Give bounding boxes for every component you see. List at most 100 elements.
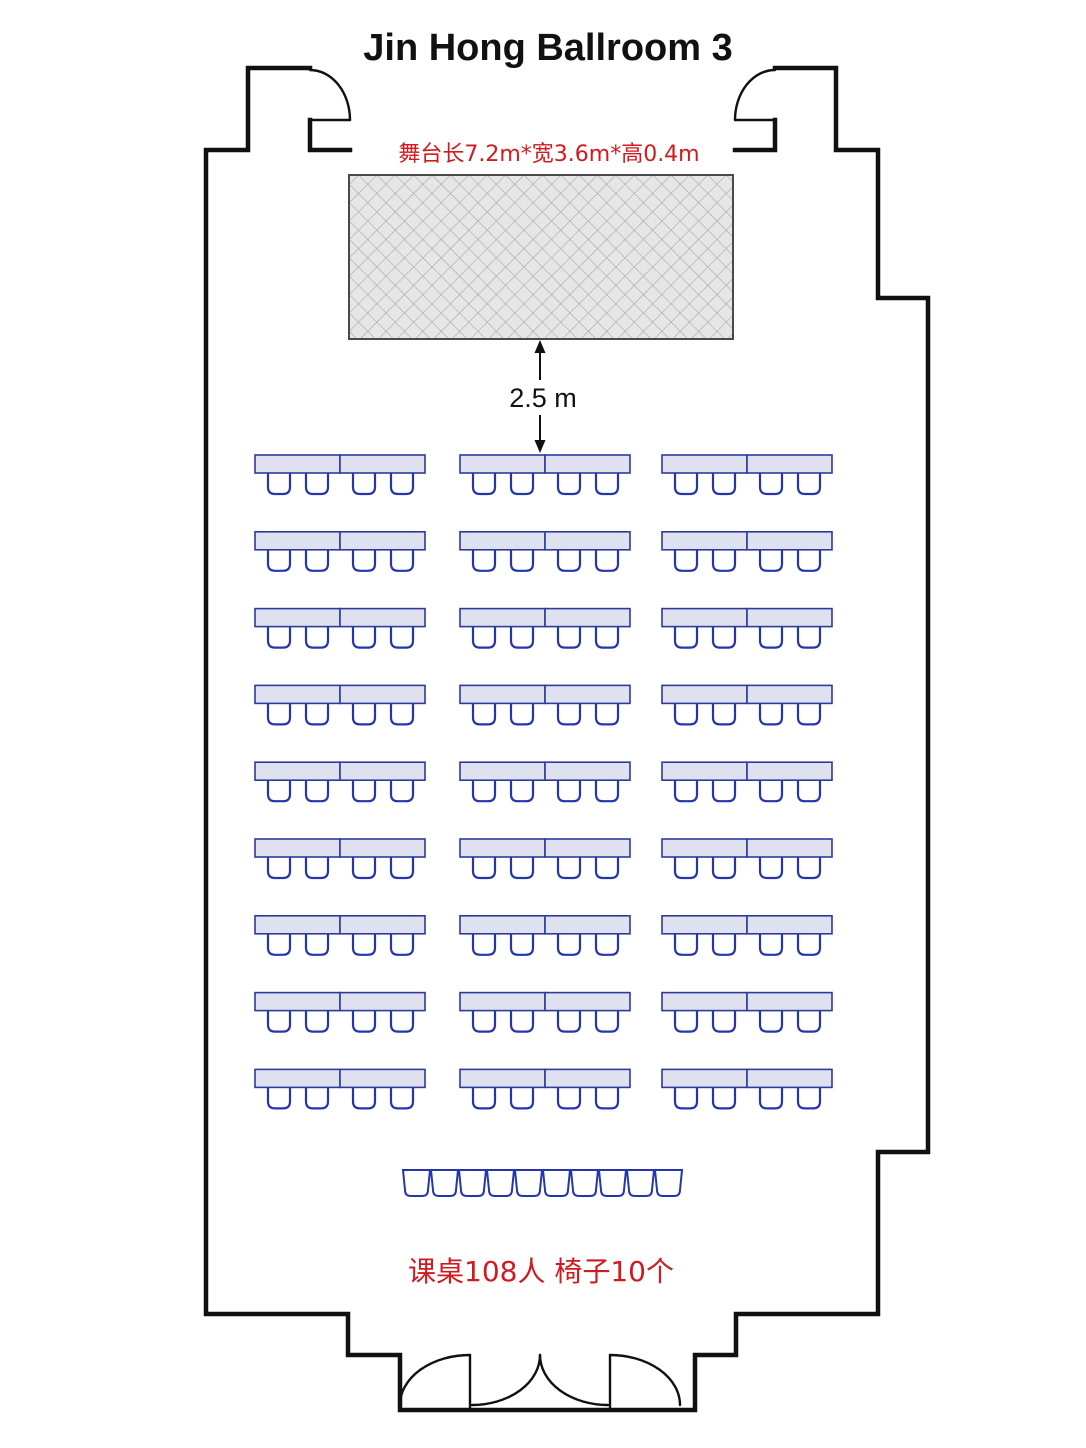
table xyxy=(661,454,748,474)
chair xyxy=(389,702,415,726)
table xyxy=(459,991,546,1012)
chair xyxy=(471,856,497,880)
chair xyxy=(711,548,737,572)
spare-chair xyxy=(541,1169,572,1197)
table xyxy=(339,1068,426,1089)
chair xyxy=(758,779,784,803)
spare-chair xyxy=(625,1169,656,1197)
table-block xyxy=(459,530,631,572)
chair xyxy=(304,472,330,496)
chair xyxy=(351,856,377,880)
table-block xyxy=(254,530,426,572)
room-wall-stub-right xyxy=(732,117,778,153)
chair xyxy=(351,1009,377,1033)
chair xyxy=(758,472,784,496)
table xyxy=(746,1068,833,1089)
table-block xyxy=(254,684,426,726)
table xyxy=(339,530,426,551)
table xyxy=(339,838,426,858)
table xyxy=(459,454,546,474)
room-walls xyxy=(203,65,931,1413)
chair xyxy=(758,1009,784,1033)
table-block xyxy=(254,914,426,956)
door-top-left-swing xyxy=(308,68,352,122)
chair xyxy=(266,548,292,572)
door-bottom-center-left-swing xyxy=(470,1353,542,1407)
chair xyxy=(351,702,377,726)
table xyxy=(544,914,631,935)
table-block xyxy=(254,454,426,496)
chair xyxy=(509,779,535,803)
table xyxy=(746,914,833,935)
chair xyxy=(796,548,822,572)
spare-chair xyxy=(457,1169,488,1197)
chair xyxy=(389,625,415,649)
table xyxy=(661,1068,748,1089)
chair xyxy=(556,856,582,880)
table xyxy=(459,761,546,782)
chair xyxy=(711,779,737,803)
spare-chair xyxy=(597,1169,628,1197)
table-block xyxy=(459,454,631,496)
chair xyxy=(594,702,620,726)
chair xyxy=(509,548,535,572)
chair xyxy=(471,1086,497,1110)
chair xyxy=(796,856,822,880)
chair xyxy=(471,702,497,726)
chair xyxy=(509,472,535,496)
chair xyxy=(556,472,582,496)
table-block xyxy=(661,530,833,572)
chair xyxy=(594,1086,620,1110)
door-bottom-left-swing xyxy=(398,1353,472,1407)
chair xyxy=(266,1009,292,1033)
table-block xyxy=(661,684,833,726)
spare-chair xyxy=(485,1169,516,1197)
table xyxy=(544,454,631,474)
chair xyxy=(304,548,330,572)
doors xyxy=(308,68,777,1412)
chair xyxy=(796,1086,822,1110)
spare-chair xyxy=(513,1169,544,1197)
table xyxy=(746,530,833,551)
table xyxy=(339,991,426,1012)
chair xyxy=(594,932,620,956)
room-wall-stub-left xyxy=(307,117,353,153)
spare-chair xyxy=(401,1169,432,1197)
table xyxy=(661,838,748,858)
table xyxy=(661,530,748,551)
chair xyxy=(673,932,699,956)
chair xyxy=(711,472,737,496)
chair xyxy=(758,702,784,726)
table xyxy=(254,454,341,474)
chair xyxy=(796,472,822,496)
chair xyxy=(509,1009,535,1033)
table-block xyxy=(661,761,833,803)
chair xyxy=(471,472,497,496)
table xyxy=(459,914,546,935)
chair xyxy=(471,548,497,572)
chair xyxy=(556,702,582,726)
chair xyxy=(509,625,535,649)
table xyxy=(459,684,546,705)
chair xyxy=(711,1009,737,1033)
table xyxy=(544,607,631,628)
table xyxy=(254,838,341,858)
table xyxy=(746,684,833,705)
chair xyxy=(509,1086,535,1110)
table xyxy=(339,914,426,935)
table-block xyxy=(661,838,833,880)
table-block xyxy=(661,454,833,496)
chair xyxy=(673,548,699,572)
table xyxy=(661,607,748,628)
door-bottom-center-right-swing xyxy=(538,1353,610,1407)
table xyxy=(746,991,833,1012)
chair xyxy=(796,625,822,649)
table-block xyxy=(661,991,833,1033)
table xyxy=(746,761,833,782)
table-block xyxy=(254,838,426,880)
chair xyxy=(351,932,377,956)
table xyxy=(544,761,631,782)
spare-chair xyxy=(653,1169,684,1197)
stage xyxy=(348,174,734,340)
